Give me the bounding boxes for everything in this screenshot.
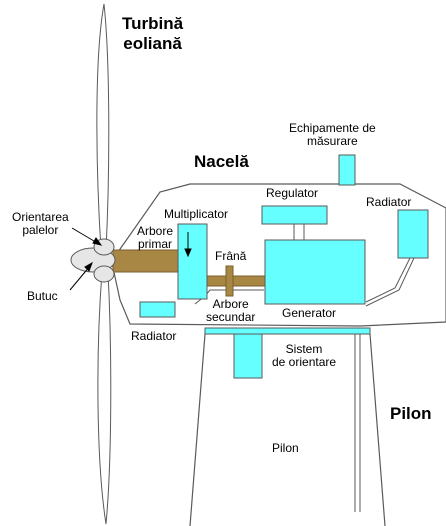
regulator-mount xyxy=(293,224,305,240)
label-gearbox: Multiplicator xyxy=(164,207,229,221)
label-nacelle: Nacelă xyxy=(194,152,249,171)
title-line-1: Turbină xyxy=(122,14,184,33)
label-brake: Frână xyxy=(215,249,247,263)
label-secondary-shaft-line-1: Arbore xyxy=(212,297,249,311)
label-pitch-line-1: Orientarea xyxy=(12,210,69,224)
tower xyxy=(189,333,386,526)
label-yaw-system: Sistem de orientare xyxy=(272,342,337,370)
label-arrows xyxy=(69,227,192,291)
label-pylon: Pilon xyxy=(390,404,432,423)
label-regulator: Regulator xyxy=(266,186,319,200)
secondary-shaft xyxy=(206,275,266,287)
label-pitch: Orientarea palelor xyxy=(12,210,69,238)
gearbox xyxy=(177,223,208,300)
label-primary-shaft-line-2: primar xyxy=(138,237,173,252)
label-yaw-line-1: Sistem xyxy=(285,342,323,356)
label-generator: Generator xyxy=(282,306,337,320)
generator xyxy=(264,239,366,305)
yaw-system xyxy=(233,333,263,379)
radiator-right xyxy=(397,209,429,259)
nacelle-outline xyxy=(111,183,446,327)
label-primary-shaft: Arbore primar xyxy=(137,224,174,252)
title-line-2: eoliană xyxy=(123,34,182,54)
label-pitch-line-2: palelor xyxy=(22,223,59,238)
radiator-left xyxy=(139,301,176,318)
yaw-bearing-plate xyxy=(204,327,371,335)
primary-shaft xyxy=(112,249,179,273)
label-measuring-line-2: măsurare xyxy=(307,134,358,149)
label-secondary-shaft-line-2: secundar xyxy=(206,310,256,325)
label-radiator-right: Radiator xyxy=(366,195,412,209)
measuring-equipment xyxy=(338,154,356,186)
regulator xyxy=(261,205,328,225)
blade-bottom xyxy=(97,271,112,525)
yaw-shaft xyxy=(354,334,361,512)
brake-disc xyxy=(225,265,234,297)
label-pylon-small: Pilon xyxy=(272,441,299,455)
label-yaw-line-2: de orientare xyxy=(272,355,337,370)
label-measuring-line-1: Echipamente de xyxy=(289,121,376,135)
pitch-bearing-bottom xyxy=(93,265,115,283)
label-radiator-left: Radiator xyxy=(131,329,177,343)
tower-right-edge xyxy=(369,333,386,526)
blade-top xyxy=(96,3,110,251)
tower-left-edge xyxy=(189,333,206,526)
label-primary-shaft-line-1: Arbore xyxy=(137,224,174,238)
label-hub: Butuc xyxy=(27,289,58,303)
label-measuring-equipment: Echipamente de măsurare xyxy=(289,121,376,149)
title-turbine: Turbină eoliană xyxy=(122,14,183,55)
label-secondary-shaft: Arbore secundar xyxy=(206,297,256,325)
